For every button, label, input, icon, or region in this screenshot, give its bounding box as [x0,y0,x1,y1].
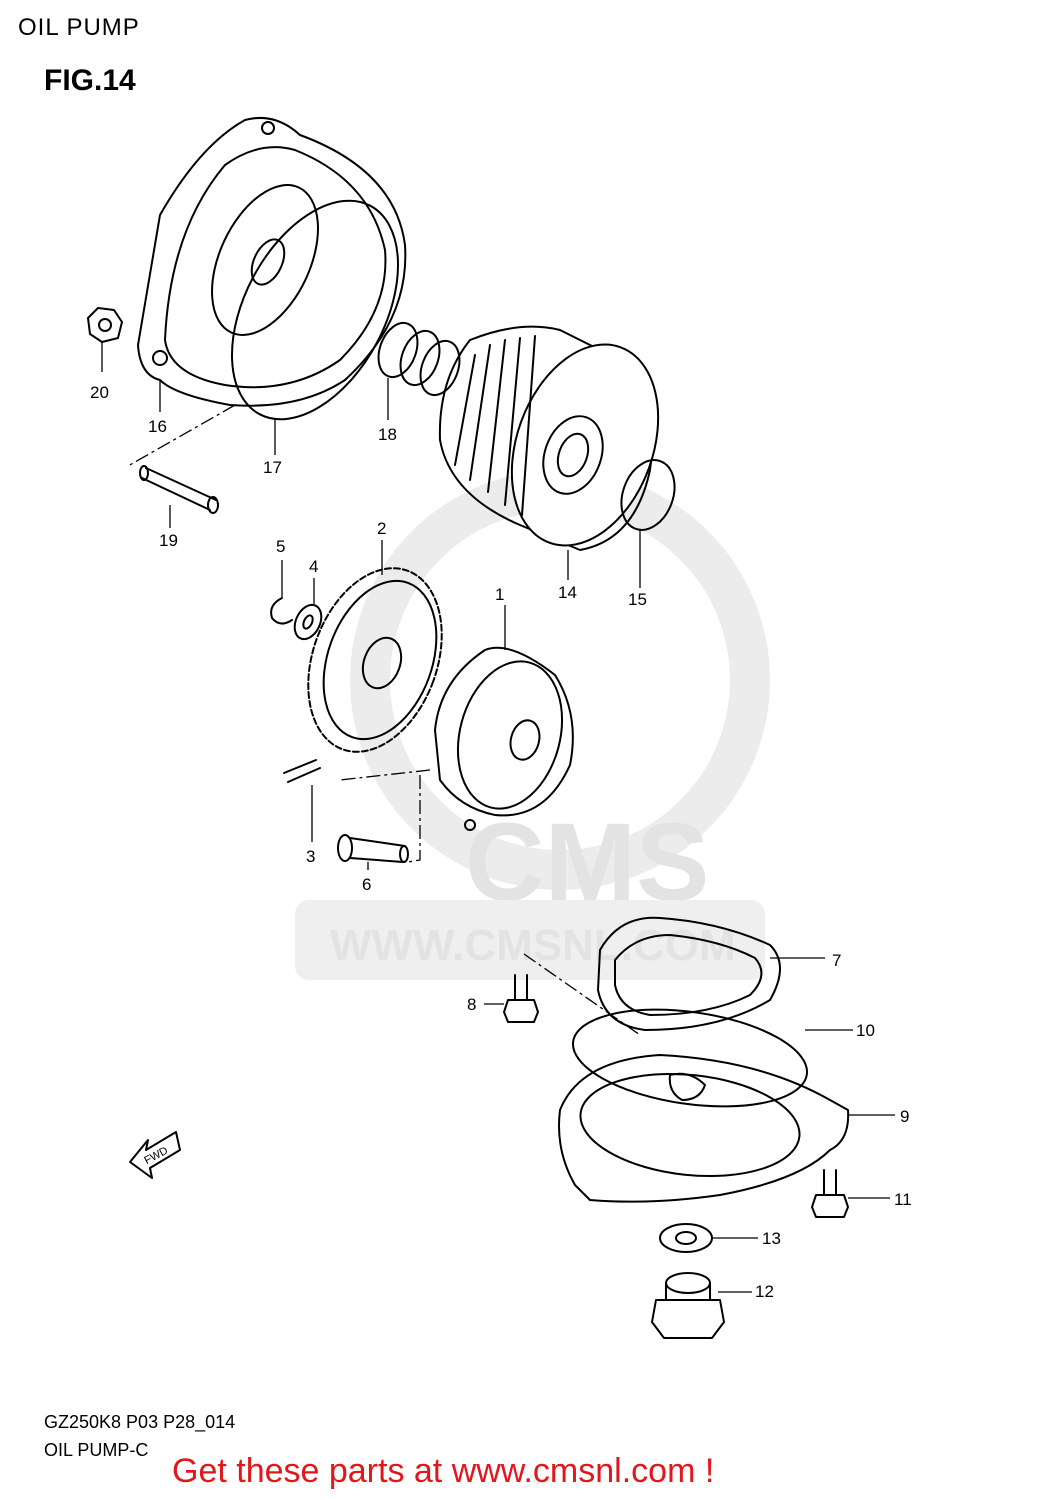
callout-1: 1 [495,585,504,604]
leader-lines [101,342,895,1293]
watermark-url: WWW.CMSNL.COM [330,921,736,970]
callout-20: 20 [90,383,109,402]
callout-8: 8 [467,995,476,1014]
watermark-banner [295,900,765,980]
section-title: OIL PUMP [18,14,140,41]
callout-labels: 1 2 3 4 5 6 7 8 9 10 11 12 13 14 15 16 1… [90,383,912,1301]
callout-3: 3 [306,847,315,866]
callout-12: 12 [755,1282,774,1301]
part-15-o-ring [620,459,676,531]
diagram-caption: OIL PUMP-C [44,1440,149,1460]
watermark: CMS WWW.CMSNL.COM [295,470,770,980]
callout-11: 11 [894,1190,912,1209]
part-18-spring [377,321,461,397]
callout-18: 18 [378,425,397,444]
callout-7: 7 [832,951,841,970]
part-6-screw [337,834,409,863]
callout-19: 19 [159,531,178,550]
cta-link[interactable]: Get these parts at www.cmsnl.com ! [172,1452,715,1490]
part-12-drain-plug [651,1272,725,1339]
part-7-gasket [597,916,781,1031]
part-4-washer [293,603,323,641]
figure-number: FIG.14 [44,64,136,97]
part-5-circlip [270,597,293,625]
callout-6: 6 [362,875,371,894]
part-10-o-ring [571,1008,809,1108]
fwd-arrow-icon: FWD [129,1131,181,1179]
part-2-gear [307,567,443,753]
part-11-bolt [811,1169,849,1218]
part-3-pin [283,759,321,783]
callout-14: 14 [558,583,577,602]
part-17-o-ring [231,199,399,421]
callout-9: 9 [900,1107,909,1126]
part-8-bolt [503,974,539,1023]
callout-16: 16 [148,417,167,436]
callout-15: 15 [628,590,647,609]
callout-4: 4 [309,557,318,576]
part-20-nut [87,307,123,343]
part-9-sump [558,1054,850,1203]
callout-17: 17 [263,458,282,477]
part-19-stud [139,465,219,514]
part-16-housing [137,116,407,407]
assembly-lines [127,404,641,1036]
callout-2: 2 [377,519,386,538]
callout-5: 5 [276,537,285,556]
part-13-washer [659,1223,713,1253]
part-1-pump-body [434,646,574,831]
model-code: GZ250K8 P03 P28_014 [44,1412,236,1432]
callout-10: 10 [856,1021,875,1040]
callout-13: 13 [762,1229,781,1248]
